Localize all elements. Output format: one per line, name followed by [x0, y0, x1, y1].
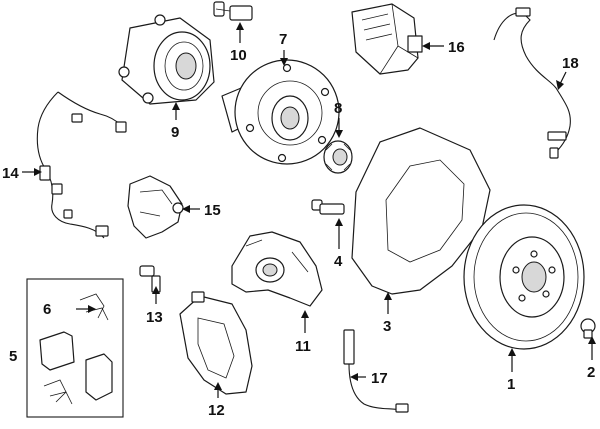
callout-16: 16 [448, 39, 465, 56]
callout-8: 8 [334, 100, 342, 117]
caliper-bolt-part [311, 199, 345, 215]
callout-14: 14 [2, 165, 19, 182]
callout-9: 9 [171, 124, 179, 141]
callout-6: 6 [43, 301, 51, 318]
callout-13: 13 [146, 309, 163, 326]
caliper-carrier-part [179, 291, 253, 395]
callout-10: 10 [230, 47, 247, 64]
wheel-hub-part [221, 59, 340, 165]
wheel-bearing-part [118, 14, 215, 105]
callout-5: 5 [9, 348, 17, 365]
control-module-part [351, 3, 423, 75]
brake-pad-kit-box [26, 278, 124, 418]
callout-4: 4 [334, 253, 343, 270]
dust-shield-part [351, 127, 491, 295]
callout-12: 12 [208, 402, 225, 419]
callout-17: 17 [371, 370, 388, 387]
callout-11: 11 [295, 338, 311, 355]
callout-7: 7 [279, 31, 287, 48]
axle-nut-part [323, 140, 353, 174]
callout-3: 3 [383, 318, 391, 335]
hub-bolt-part [213, 1, 253, 21]
callout-2: 2 [587, 364, 595, 381]
brake-caliper-part [231, 231, 323, 307]
callout-15: 15 [204, 202, 221, 219]
brake-rotor-part [463, 204, 585, 350]
pad-wear-sensor-part [343, 329, 409, 413]
callout-18: 18 [562, 55, 579, 72]
front-wear-sensor-part [36, 91, 127, 239]
rotor-screw-part [580, 318, 596, 339]
callout-leaders [22, 22, 596, 398]
rear-wear-sensor-part [493, 7, 571, 159]
callout-1: 1 [507, 376, 515, 393]
caliper-bracket-part [127, 175, 184, 239]
